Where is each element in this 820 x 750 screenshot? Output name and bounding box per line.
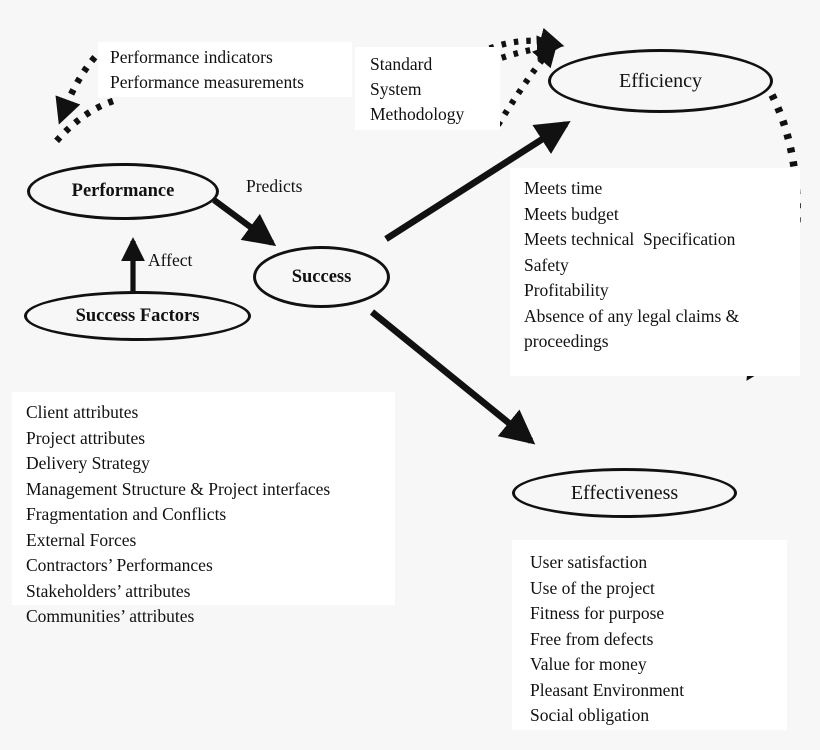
panel-line: System [370, 79, 422, 99]
panel-line: Value for money [530, 654, 647, 674]
edge-label-affect: Affect [148, 250, 193, 270]
panel-effectiveness-criteria: User satisfaction Use of the project Fit… [512, 540, 787, 730]
panel-line: Delivery Strategy [26, 453, 150, 473]
panel-line: Social obligation [530, 705, 650, 725]
panel-line: Free from defects [530, 628, 654, 649]
panel-standard-system-methodology: Standard System Methodology [355, 47, 500, 130]
edge-methodology-to-efficiency [495, 41, 558, 127]
node-success-factors-label: Success Factors [75, 305, 200, 326]
panel-line: Meets technical Specification [524, 229, 736, 249]
panel-line: Performance measurements [110, 72, 304, 92]
panel-line: Client attributes [26, 402, 139, 422]
panel-line: Absence of any legal claims & [524, 305, 740, 326]
panel-line: proceedings [524, 331, 609, 351]
panel-line: External Forces [26, 529, 137, 550]
panel-line: User satisfaction [530, 552, 648, 572]
panel-line: Fragmentation and Conflicts [26, 504, 227, 524]
node-efficiency-label: Efficiency [619, 70, 702, 92]
panel-line: Profitability [524, 280, 609, 300]
node-success: Success [253, 246, 390, 308]
panel-line: Methodology [370, 104, 465, 124]
panel-line: Communities’ attributes [26, 606, 195, 626]
node-effectiveness-label: Effectiveness [570, 482, 679, 504]
panel-line: Meets budget [524, 203, 619, 224]
panel-success-factors-list: Client attributes Project attributes Del… [12, 392, 395, 626]
panel-line: Use of the project [530, 577, 655, 598]
node-performance: Performance [27, 163, 219, 220]
panel-line: Safety [524, 254, 569, 275]
node-efficiency: Efficiency [548, 49, 773, 113]
node-success-label: Success [291, 266, 352, 287]
panel-line: Pleasant Environment [530, 679, 685, 700]
edge-performance-to-success [212, 197, 277, 247]
panel-line: Project attributes [26, 427, 146, 448]
panel-line: Stakeholders’ attributes [26, 580, 191, 601]
node-effectiveness: Effectiveness [512, 468, 737, 518]
edge-label-predicts: Predicts [246, 176, 303, 196]
edge-performance-measurements-to-performance [50, 97, 115, 148]
panel-line: Meets time [524, 178, 603, 198]
panel-line: Standard [370, 54, 433, 74]
panel-efficiency-criteria: Meets time Meets budget Meets technical … [510, 168, 800, 376]
panel-performance-indicators: Performance indicators Performance measu… [98, 42, 352, 97]
edge-success-to-effectiveness [369, 309, 536, 445]
panel-line: Performance indicators [110, 47, 273, 67]
panel-line: Contractors’ Performances [26, 555, 213, 575]
panel-line: Management Structure & Project interface… [26, 478, 331, 499]
node-performance-label: Performance [71, 181, 175, 202]
panel-line: Fitness for purpose [530, 603, 665, 623]
node-success-factors: Success Factors [24, 291, 251, 341]
